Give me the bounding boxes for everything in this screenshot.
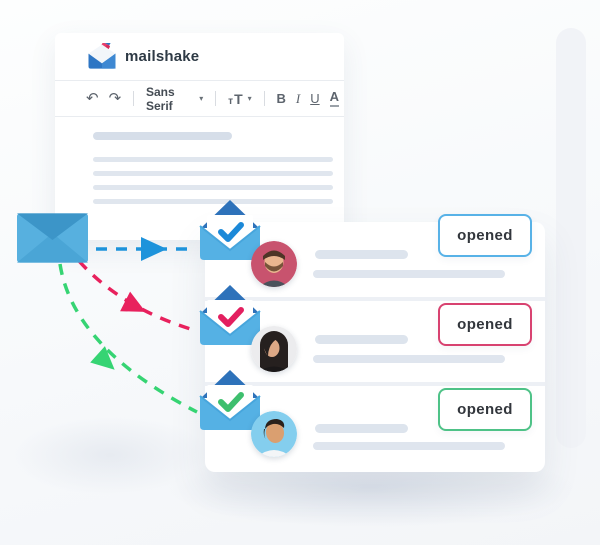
font-size-dropdown[interactable]: т T ▾ xyxy=(228,90,252,107)
body-placeholder-line xyxy=(93,157,333,162)
email-composer-card: mailshake ↶ ↷ Sans Serif ▾ т T ▾ B I U A xyxy=(55,33,344,240)
man-looking-up-icon xyxy=(251,411,297,457)
detail-placeholder-line xyxy=(313,355,505,363)
redo-button[interactable]: ↷ xyxy=(104,91,127,106)
pink-arrowhead-icon xyxy=(120,291,146,312)
status-badge-label: opened xyxy=(457,401,513,418)
avatar-recipient-3 xyxy=(251,411,297,457)
name-placeholder-line xyxy=(315,250,408,259)
status-badge: opened xyxy=(438,303,532,346)
toolbar-divider xyxy=(133,91,134,106)
body-placeholder-line xyxy=(93,199,333,204)
checkmark-icon xyxy=(218,392,244,412)
detail-placeholder-line xyxy=(313,442,505,450)
formatting-toolbar: ↶ ↷ Sans Serif ▾ т T ▾ B I U A xyxy=(55,81,344,117)
opened-envelope-blue-check-icon xyxy=(199,200,261,260)
checkmark-icon xyxy=(218,307,244,327)
detail-placeholder-line xyxy=(313,270,505,278)
recipient-row: opened xyxy=(205,301,545,382)
status-badge: opened xyxy=(438,214,532,257)
chevron-down-icon: ▾ xyxy=(247,94,252,103)
undo-icon: ↶ xyxy=(86,90,99,107)
mailshake-logo-icon xyxy=(88,42,116,69)
avatar-recipient-1 xyxy=(251,241,297,287)
sender-envelope-icon xyxy=(17,213,88,263)
font-size-icon: т xyxy=(228,95,234,107)
row-divider xyxy=(205,382,545,386)
underline-button[interactable]: U xyxy=(310,91,320,106)
name-placeholder-line xyxy=(315,335,408,344)
toolbar-divider xyxy=(263,91,265,106)
opened-envelope-green-check-icon xyxy=(199,370,261,430)
redo-icon: ↷ xyxy=(108,90,122,107)
composer-header: mailshake xyxy=(55,33,344,81)
recipient-row: opened xyxy=(205,386,545,472)
opened-envelope-pink-check-icon xyxy=(199,285,261,345)
subject-placeholder-line xyxy=(93,132,232,140)
row-divider xyxy=(205,297,545,301)
green-dashed-arrow xyxy=(58,263,198,414)
recipient-row: opened xyxy=(205,214,545,297)
pink-dashed-arrow xyxy=(77,259,198,333)
chevron-down-icon: ▾ xyxy=(199,94,204,103)
blue-arrowhead-icon xyxy=(141,237,167,261)
background-shadow-blob-left xyxy=(10,415,210,495)
status-badge-label: opened xyxy=(457,316,513,333)
body-placeholder-line xyxy=(93,185,333,190)
avatar-recipient-2 xyxy=(251,326,297,372)
italic-button[interactable]: I xyxy=(295,90,301,106)
undo-button[interactable]: ↶ xyxy=(81,91,104,106)
email-body-area[interactable] xyxy=(55,117,344,204)
status-badge-label: opened xyxy=(457,227,513,244)
background-pill-shape xyxy=(556,28,586,448)
green-arrowhead-icon xyxy=(90,346,115,370)
font-family-label: Sans Serif xyxy=(146,84,175,113)
checkmark-icon xyxy=(218,222,244,242)
woman-long-dark-hair-icon xyxy=(251,326,297,372)
status-badge: opened xyxy=(438,388,532,431)
mailshake-wordmark: mailshake xyxy=(125,48,200,65)
name-placeholder-line xyxy=(315,424,408,433)
bold-button[interactable]: B xyxy=(276,91,286,106)
body-placeholder-line xyxy=(93,171,333,176)
toolbar-divider xyxy=(215,91,217,106)
man-short-hair-beard-icon xyxy=(251,241,297,287)
text-color-button[interactable]: A xyxy=(325,90,344,107)
font-family-dropdown[interactable]: Sans Serif ▾ xyxy=(141,85,208,113)
